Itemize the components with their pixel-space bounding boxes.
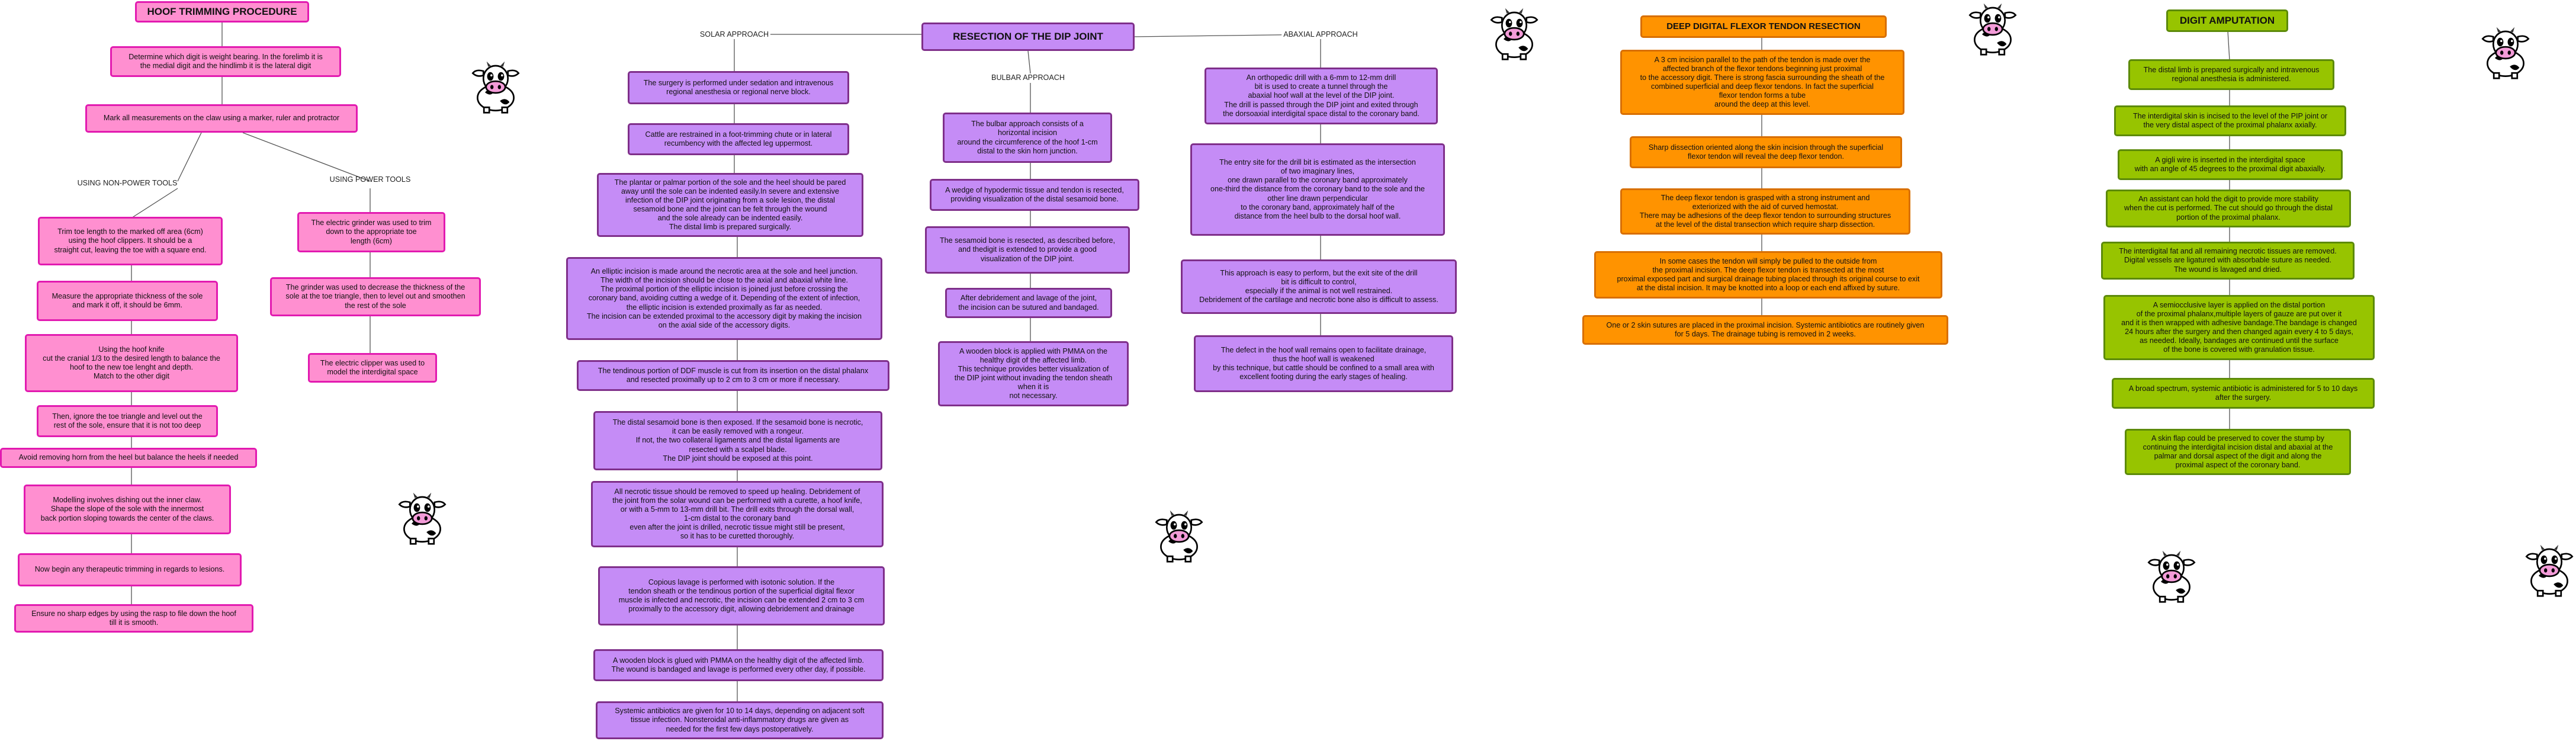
dip-solar-lavage[interactable]: Copious lavage is performed with isotoni… xyxy=(598,566,885,625)
dip-solar-restraint[interactable]: Cattle are restrained in a foot-trimming… xyxy=(628,123,849,155)
hoof-np-modelling[interactable]: Modelling involves dishing out the inner… xyxy=(24,485,231,534)
digit-step-prepare[interactable]: The distal limb is prepared surgically a… xyxy=(2128,59,2334,90)
dip-bulbar-sesamoid[interactable]: The sesamoid bone is resected, as descri… xyxy=(925,226,1130,274)
hoof-trimming-title[interactable]: HOOF TRIMMING PROCEDURE xyxy=(135,1,309,23)
dip-solar-wooden-block[interactable]: A wooden block is glued with PMMA on the… xyxy=(593,649,884,681)
dip-solar-elliptic-incision[interactable]: An elliptic incision is made around the … xyxy=(566,257,882,340)
hoof-np-avoid-heel[interactable]: Avoid removing horn from the heel but ba… xyxy=(0,448,257,468)
dip-bulbar-wooden-block[interactable]: A wooden block is applied with PMMA on t… xyxy=(938,341,1129,406)
dip-solar-ddf-tendon[interactable]: The tendinous portion of DDF muscle is c… xyxy=(577,360,889,391)
label-non-power-tools: USING NON-POWER TOOLS xyxy=(77,179,178,187)
ddft-step-grasp-tendon[interactable]: The deep flexor tendon is grasped with a… xyxy=(1620,188,1910,235)
ddft-step-transect[interactable]: In some cases the tendon will simply be … xyxy=(1594,251,1942,299)
digit-step-assistant[interactable]: An assistant can hold the digit to provi… xyxy=(2106,190,2351,227)
hoof-np-therapeutic[interactable]: Now begin any therapeutic trimming in re… xyxy=(18,553,242,586)
hoof-p-grinder-toe[interactable]: The electric grinder was used to trim do… xyxy=(297,212,445,252)
ddft-step-sutures[interactable]: One or 2 skin sutures are placed in the … xyxy=(1582,315,1948,345)
cow-icon xyxy=(398,492,447,545)
dip-solar-pare-sole[interactable]: The plantar or palmar portion of the sol… xyxy=(597,173,863,237)
digit-step-bandage[interactable]: A semiocclusive layer is applied on the … xyxy=(2103,295,2375,360)
cow-icon xyxy=(2525,544,2574,597)
dip-bulbar-incision[interactable]: The bulbar approach consists of a horizo… xyxy=(943,113,1112,163)
hoof-np-trim-toe-length[interactable]: Trim toe length to the marked off area (… xyxy=(38,217,223,265)
dip-solar-debridement[interactable]: All necrotic tissue should be removed to… xyxy=(591,481,884,547)
cow-icon xyxy=(1155,509,1203,563)
label-power-tools: USING POWER TOOLS xyxy=(329,175,411,184)
ddft-step-incision[interactable]: A 3 cm incision parallel to the path of … xyxy=(1620,50,1904,115)
cow-icon xyxy=(2481,26,2530,79)
hoof-np-toe-triangle[interactable]: Then, ignore the toe triangle and level … xyxy=(37,405,218,437)
digit-step-gigli-wire[interactable]: A gigli wire is inserted in the interdig… xyxy=(2118,149,2343,180)
hoof-np-rasp[interactable]: Ensure no sharp edges by using the rasp … xyxy=(14,604,253,633)
dip-abaxial-defect[interactable]: The defect in the hoof wall remains open… xyxy=(1194,335,1453,392)
digit-step-remove-fat[interactable]: The interdigital fat and all remaining n… xyxy=(2101,242,2355,280)
hoof-step-mark-measurements[interactable]: Mark all measurements on the claw using … xyxy=(85,104,358,133)
cow-icon xyxy=(2147,550,2196,603)
dip-bulbar-wedge[interactable]: A wedge of hypodermic tissue and tendon … xyxy=(930,179,1139,211)
hoof-p-grinder-sole[interactable]: The grinder was used to decrease the thi… xyxy=(270,277,481,316)
cow-icon xyxy=(471,60,520,114)
digit-step-skin-flap[interactable]: A skin flap could be preserved to cover … xyxy=(2125,429,2351,475)
hoof-p-clipper[interactable]: The electric clipper was used to model t… xyxy=(308,353,437,383)
ddft-resection-title[interactable]: DEEP DIGITAL FLEXOR TENDON RESECTION xyxy=(1640,15,1887,38)
cow-icon xyxy=(1490,7,1538,60)
label-abaxial-approach: ABAXIAL APPROACH xyxy=(1281,30,1360,39)
dip-solar-sedation[interactable]: The surgery is performed under sedation … xyxy=(628,71,849,104)
ddft-step-sharp-dissection[interactable]: Sharp dissection oriented along the skin… xyxy=(1630,136,1902,168)
dip-abaxial-drill[interactable]: An orthopedic drill with a 6-mm to 12-mm… xyxy=(1205,68,1438,124)
dip-solar-antibiotics[interactable]: Systemic antibiotics are given for 10 to… xyxy=(596,701,884,739)
dip-solar-sesamoid-bone[interactable]: The distal sesamoid bone is then exposed… xyxy=(593,411,882,470)
dip-bulbar-suture[interactable]: After debridement and lavage of the join… xyxy=(945,288,1112,318)
label-bulbar-approach: BULBAR APPROACH xyxy=(991,73,1065,82)
dip-abaxial-easy-perform[interactable]: This approach is easy to perform, but th… xyxy=(1181,259,1457,314)
digit-step-antibiotic[interactable]: A broad spectrum, systemic antibiotic is… xyxy=(2112,378,2375,409)
cow-icon xyxy=(1968,2,2017,56)
dip-abaxial-entry-site[interactable]: The entry site for the drill bit is esti… xyxy=(1190,143,1445,236)
hoof-np-hoof-knife[interactable]: Using the hoof knife cut the cranial 1/3… xyxy=(25,334,238,392)
digit-amputation-title[interactable]: DIGIT AMPUTATION xyxy=(2166,9,2288,32)
hoof-np-measure-sole[interactable]: Measure the appropriate thickness of the… xyxy=(37,281,218,321)
hoof-step-weight-bearing[interactable]: Determine which digit is weight bearing.… xyxy=(110,46,341,77)
dip-resection-title[interactable]: RESECTION OF THE DIP JOINT xyxy=(921,23,1135,51)
digit-step-incise[interactable]: The interdigital skin is incised to the … xyxy=(2114,105,2346,136)
label-solar-approach: SOLAR APPROACH xyxy=(698,30,771,39)
